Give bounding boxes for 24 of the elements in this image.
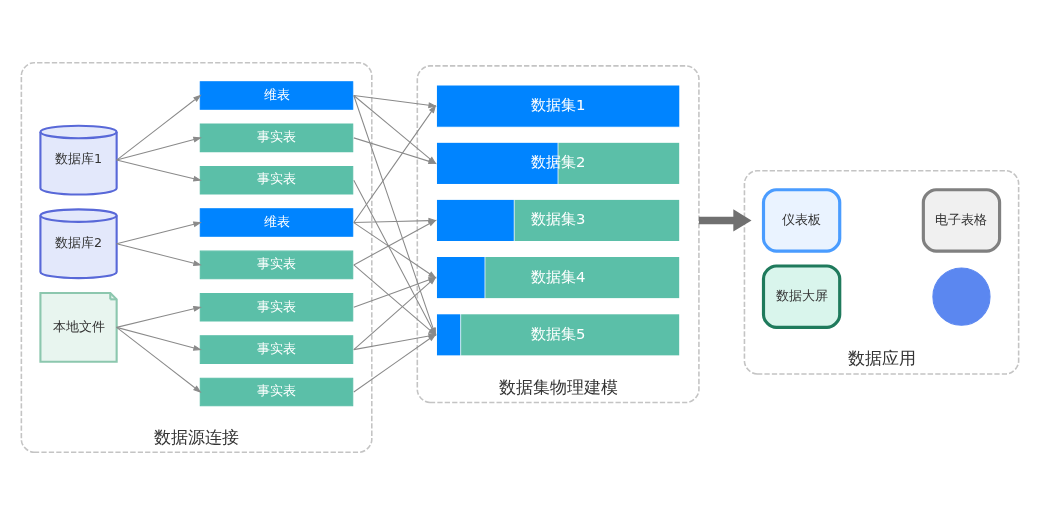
arrow xyxy=(116,159,202,181)
node-box: 仪表板 xyxy=(761,187,842,253)
node-box: 数据大屏 xyxy=(761,263,842,329)
node-box: 数据集1 xyxy=(435,83,681,128)
node-box: 事实表 xyxy=(199,292,354,322)
node-box: 事实表 xyxy=(199,250,354,279)
arrow xyxy=(116,242,202,266)
node-box: 事实表 xyxy=(199,165,354,194)
arrow xyxy=(116,326,202,351)
node-box: 事实表 xyxy=(199,334,354,364)
arrow xyxy=(353,94,437,108)
node-circle xyxy=(932,267,991,326)
arrow xyxy=(698,208,752,232)
arrow xyxy=(116,326,202,393)
node-box: 事实表 xyxy=(199,123,354,152)
arrow xyxy=(353,221,437,278)
arrow xyxy=(116,305,202,328)
node-box: 事实表 xyxy=(199,377,354,406)
node-box: 电子表格 xyxy=(921,187,1002,253)
arrow xyxy=(116,136,202,161)
arrow xyxy=(116,220,202,244)
arrow xyxy=(116,94,202,161)
node-box: 维表 xyxy=(199,80,354,110)
node-box: 维表 xyxy=(199,207,354,237)
